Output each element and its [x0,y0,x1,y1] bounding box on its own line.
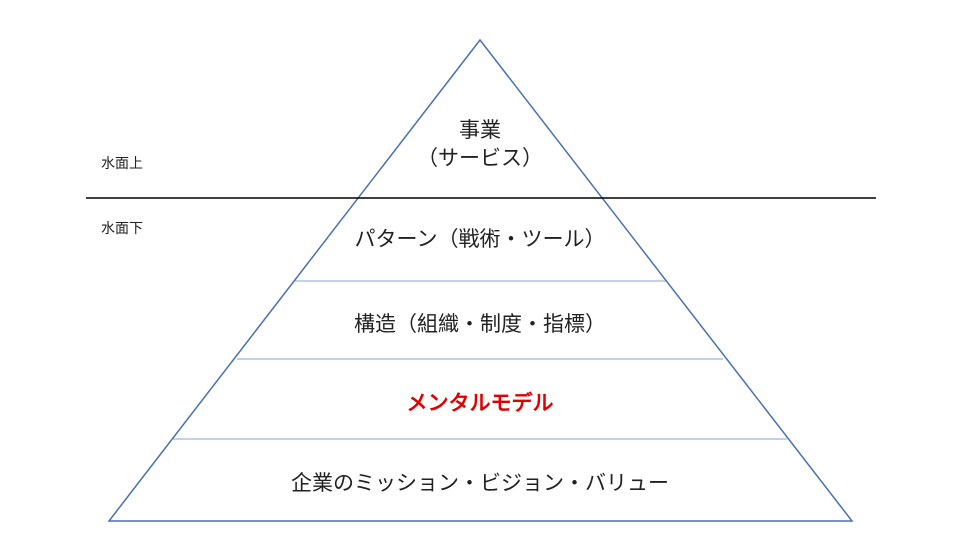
layer-business-subtitle: （サービス） [417,146,543,170]
layer-business-title: 事業 [459,118,501,142]
layer-mission: 企業のミッション・ビジョン・バリュー [291,471,669,495]
below-water-label: 水面下 [101,221,143,237]
layer-mental-model: メンタルモデル [407,391,554,415]
pyramid-outline [107,38,854,522]
layer-structure: 構造（組織・制度・指標） [354,312,606,336]
above-water-label: 水面上 [101,156,143,172]
layer-patterns: パターン（戦術・ツール） [355,227,606,251]
